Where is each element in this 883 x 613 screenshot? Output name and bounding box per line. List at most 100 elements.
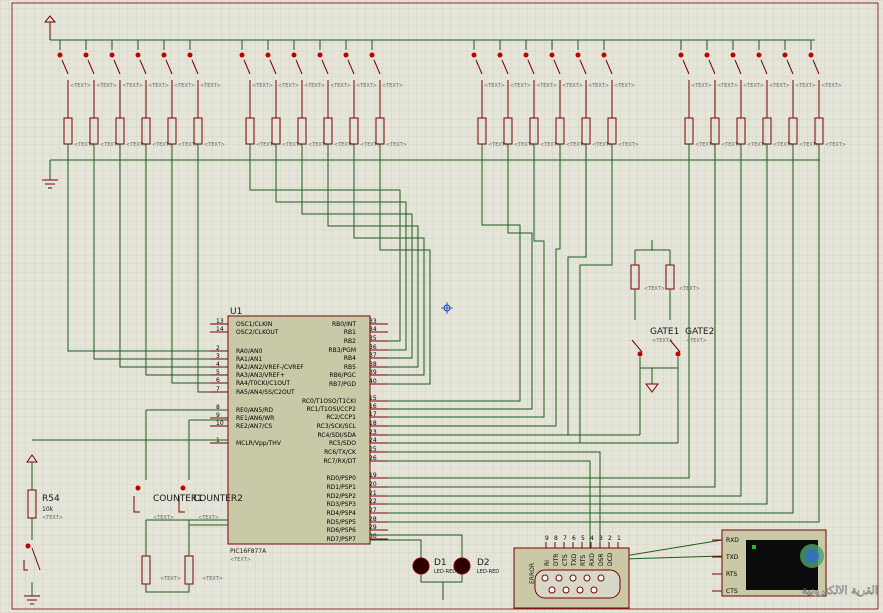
switch-lever	[269, 59, 277, 118]
switch-icon[interactable]	[135, 52, 141, 58]
chip-pin-name: RA2/AN2/VREF-/CVREF	[236, 364, 304, 371]
counter-circuit[interactable]: COUNTER1 COUNTER2 <TEXT> <TEXT> <TEXT> <…	[133, 409, 243, 593]
chip-pin-number: 14	[216, 326, 224, 333]
terminal-pin-label: RXD	[726, 537, 739, 544]
switch-icon[interactable]	[523, 52, 529, 58]
db9-signal-label: CTS	[562, 554, 569, 566]
chip-pin-name: RB0/INT	[332, 321, 356, 328]
resistor-text: <TEXT>	[282, 142, 303, 148]
switch-text: <TEXT>	[174, 83, 195, 89]
switch-lever	[708, 59, 716, 118]
ground-icon	[24, 595, 40, 605]
chip-pin-number: 6	[216, 377, 220, 384]
led-icon	[412, 557, 430, 575]
chip-pin-name: RC0/T1OSO/T1CKI	[302, 398, 356, 405]
reset-circuit[interactable]: R54 10k <TEXT>	[23, 439, 228, 605]
chip-pin-number: 21	[369, 490, 377, 497]
chip-pin-name: RD7/PSP7	[327, 536, 357, 543]
gate1-switch-icon[interactable]	[637, 351, 643, 357]
resistor-text: <TEXT>	[799, 142, 820, 148]
switch-lever	[786, 59, 794, 118]
switch-icon[interactable]	[497, 52, 503, 58]
switch-icon[interactable]	[187, 52, 193, 58]
chip-pin-name: RD6/PSP6	[327, 527, 357, 534]
switch-icon[interactable]	[343, 52, 349, 58]
switch-icon[interactable]	[265, 52, 271, 58]
chip-pin-name: RA3/AN3/VREF+	[236, 372, 285, 379]
gate2-res-text: <TEXT>	[679, 286, 700, 292]
switch-icon[interactable]	[601, 52, 607, 58]
switch-text: <TEXT>	[510, 83, 531, 89]
switch-text: <TEXT>	[200, 83, 221, 89]
switch-icon[interactable]	[83, 52, 89, 58]
chip-pin-number: 26	[369, 455, 377, 462]
switch-icon[interactable]	[756, 52, 762, 58]
switch-icon[interactable]	[730, 52, 736, 58]
switch-icon[interactable]	[161, 52, 167, 58]
db9-socket	[576, 586, 584, 594]
chip-pin-name: RE0/AN5/RD	[236, 407, 273, 414]
db9-signal-label: RTS	[580, 555, 587, 566]
switch-lever	[682, 59, 690, 118]
chip-pin-name: RC2/CCP1	[326, 414, 356, 421]
resistor-text: <TEXT>	[204, 142, 225, 148]
chip-pin-name: RA5/AN4/SS/C2OUT	[236, 389, 295, 396]
switch-icon[interactable]	[549, 52, 555, 58]
switch-icon[interactable]	[57, 52, 63, 58]
switch-text: <TEXT>	[330, 83, 351, 89]
switch-text: <TEXT>	[743, 83, 764, 89]
switch-text: <TEXT>	[484, 83, 505, 89]
chip-pin-name: RB2	[344, 338, 356, 345]
r54-label: R54	[42, 494, 60, 504]
gate-circuit[interactable]: <TEXT> <TEXT> GATE1 GATE2 <TEXT> <TEXT>	[630, 240, 714, 393]
gate2-text: <TEXT>	[686, 338, 707, 344]
switch-lever	[87, 59, 95, 118]
switch-icon[interactable]	[109, 52, 115, 58]
switch-lever	[760, 59, 768, 118]
switch-icon[interactable]	[291, 52, 297, 58]
switch-icon[interactable]	[239, 52, 245, 58]
chip-pin-number: 15	[369, 395, 377, 402]
reset-switch-icon[interactable]	[25, 543, 31, 549]
db9-pin-number: 6	[572, 535, 576, 542]
db9-socket	[590, 586, 598, 594]
power-rail-top	[43, 15, 815, 41]
resistor-text: <TEXT>	[178, 142, 199, 148]
gate1-text: <TEXT>	[652, 338, 673, 344]
chip-pin-name: RB1	[344, 329, 356, 336]
gate2-switch-icon[interactable]	[675, 351, 681, 357]
switch-text: <TEXT>	[536, 83, 557, 89]
switch-icon[interactable]	[317, 52, 323, 58]
resistor-text: <TEXT>	[360, 142, 381, 148]
switch-icon[interactable]	[575, 52, 581, 58]
switch-icon[interactable]	[704, 52, 710, 58]
resistor-text: <TEXT>	[618, 142, 639, 148]
chip-pin-number: 22	[369, 498, 377, 505]
watermark-text: القرية الالكترونية	[802, 584, 878, 597]
chip-pin-number: 27	[369, 507, 377, 514]
switch-lever	[475, 59, 483, 118]
counter2-switch-icon[interactable]	[180, 485, 186, 491]
resistor-text: <TEXT>	[74, 142, 95, 148]
switch-lever	[243, 59, 251, 118]
switch-icon[interactable]	[808, 52, 814, 58]
d1-part: LED-RED	[434, 569, 456, 575]
crosshair-icon	[441, 302, 453, 314]
chip-pin-number: 23	[369, 429, 377, 436]
chip-pin-name: RD3/PSP3	[327, 501, 357, 508]
db9-socket	[569, 574, 577, 582]
db9-pin-number: 4	[590, 535, 594, 542]
chip-pin-number: 24	[369, 437, 377, 444]
switch-icon[interactable]	[369, 52, 375, 58]
db9-pin-number: 8	[554, 535, 558, 542]
switch-icon[interactable]	[678, 52, 684, 58]
switch-icon[interactable]	[782, 52, 788, 58]
db9-signal-label: TXD	[571, 553, 578, 567]
terminal-led	[752, 545, 756, 549]
counter1-switch-icon[interactable]	[135, 485, 141, 491]
switch-icon[interactable]	[471, 52, 477, 58]
